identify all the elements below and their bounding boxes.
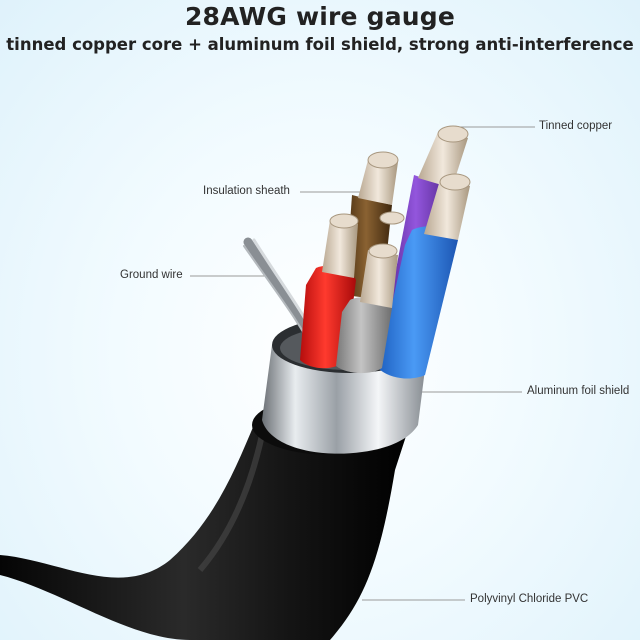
wire-gray [336, 211, 405, 374]
label-insulation-sheath: Insulation sheath [203, 185, 290, 197]
wire-blue [378, 173, 471, 379]
label-aluminum-foil-shield: Aluminum foil shield [527, 385, 630, 397]
extra-strand-tip [379, 211, 405, 225]
jacket-highlight [197, 434, 265, 572]
label-pvc-jacket: Polyvinyl Chloride PVC [470, 593, 589, 605]
page-subtitle: tinned copper core + aluminum foil shiel… [6, 35, 634, 54]
page-title: 28AWG wire gauge [184, 2, 456, 31]
label-tinned-copper: Tinned copper [539, 120, 613, 132]
leader-lines [190, 126, 535, 601]
label-ground-wire: Ground wire [120, 269, 183, 281]
pvc-jacket [0, 420, 408, 640]
